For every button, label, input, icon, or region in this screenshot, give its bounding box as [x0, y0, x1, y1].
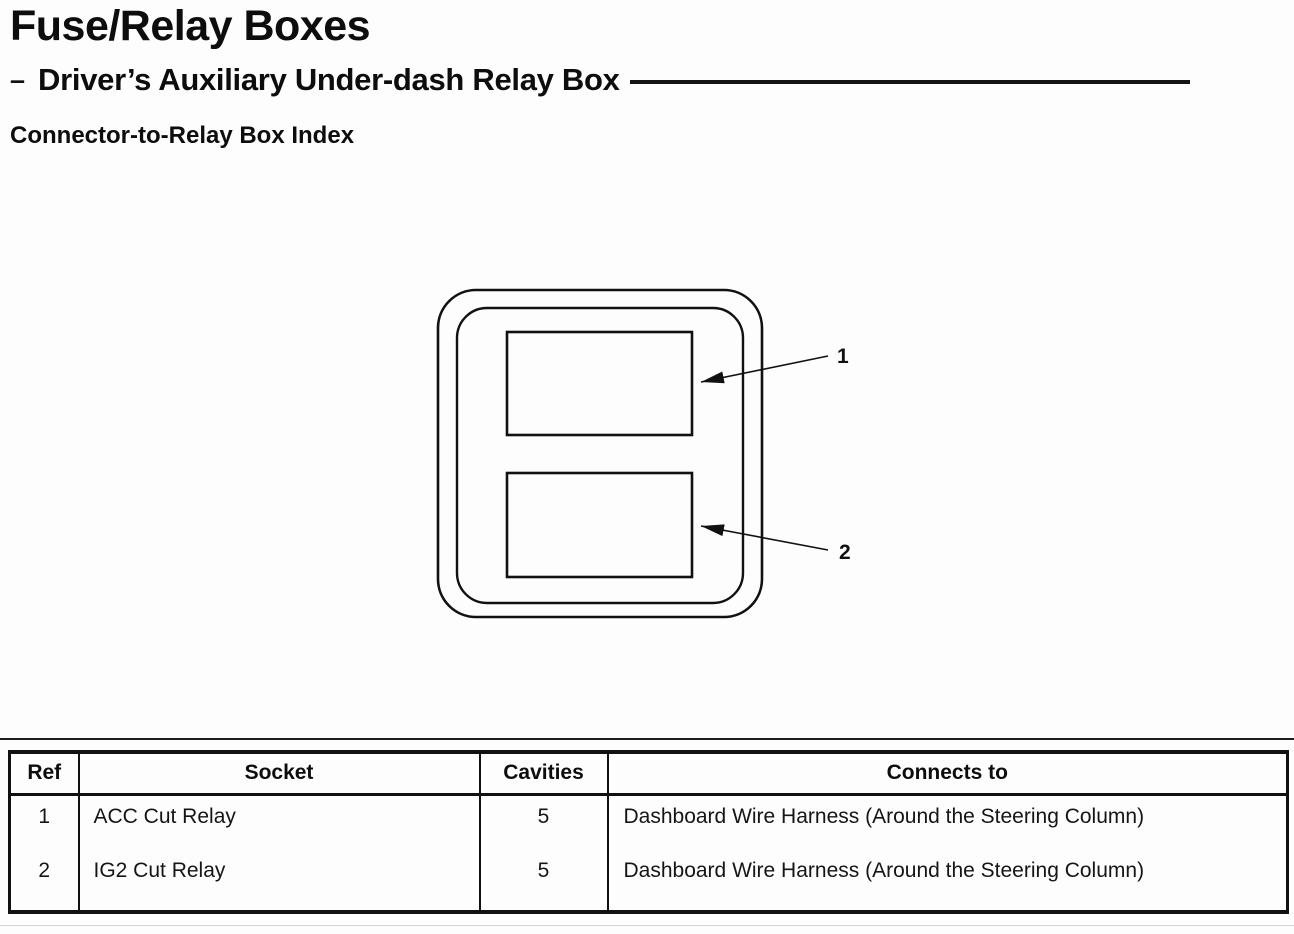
table-row: 2 IG2 Cut Relay 5 Dashboard Wire Harness… [8, 850, 1289, 912]
relay-box-diagram: 1 2 [436, 288, 851, 619]
callout-arrow-2 [700, 524, 829, 551]
col-header-connects-to: Connects to [606, 752, 1289, 796]
cell-ref: 1 [8, 794, 80, 850]
cell-connects-to: Dashboard Wire Harness (Around the Steer… [606, 850, 1289, 912]
col-header-ref: Ref [8, 752, 80, 796]
cell-cavities: 5 [478, 850, 609, 912]
cell-socket: ACC Cut Relay [77, 794, 481, 850]
subsection-title: Connector-to-Relay Box Index [10, 122, 355, 149]
relay-socket-1 [505, 330, 694, 437]
table-header-row: Ref Socket Cavities Connects to [8, 752, 1289, 796]
cell-cavities: 5 [478, 794, 609, 850]
callout-label-2: 2 [839, 541, 851, 564]
page-title: Fuse/Relay Boxes [10, 2, 371, 50]
callout-arrow-1 [700, 355, 829, 384]
section-title: Driver’s Auxiliary Under-dash Relay Box [38, 62, 620, 97]
callout-label-1: 1 [837, 345, 849, 368]
relay-socket-2 [505, 471, 694, 579]
connector-index-table: Ref Socket Cavities Connects to 1 ACC Cu… [8, 750, 1289, 914]
table-row: 1 ACC Cut Relay 5 Dashboard Wire Harness… [8, 794, 1289, 850]
section-heading: – Driver’s Auxiliary Under-dash Relay Bo… [10, 62, 1190, 98]
relay-box-outer-outline [436, 288, 764, 619]
col-header-cavities: Cavities [478, 752, 609, 796]
pre-table-rule [0, 738, 1294, 740]
section-dash: – [10, 64, 26, 95]
scan-shadow-line [0, 925, 1294, 926]
col-header-socket: Socket [77, 752, 481, 796]
section-rule [629, 80, 1190, 84]
cell-socket: IG2 Cut Relay [77, 850, 481, 912]
cell-ref: 2 [8, 850, 80, 912]
cell-connects-to: Dashboard Wire Harness (Around the Steer… [606, 794, 1289, 850]
relay-box-inner-outline [455, 306, 745, 605]
